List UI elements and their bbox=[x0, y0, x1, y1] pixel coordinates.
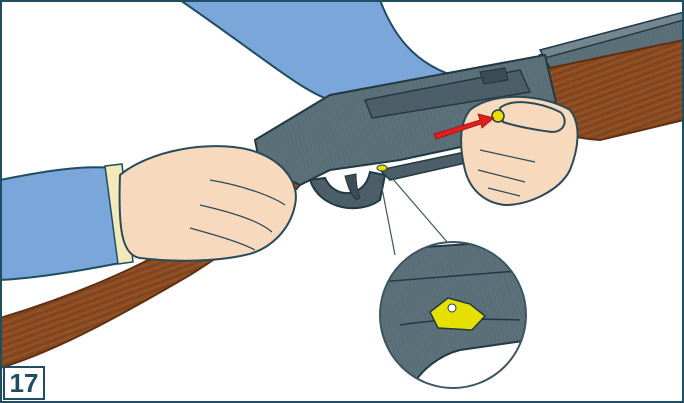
magnifier-leader-right bbox=[392, 178, 448, 243]
bolt-release-button-icon bbox=[492, 110, 504, 122]
lower-sleeve bbox=[0, 167, 125, 280]
magnifier-leader-left bbox=[380, 178, 395, 255]
carrier-latch-small bbox=[377, 165, 387, 171]
left-hand bbox=[120, 146, 296, 261]
step-number-box: 17 bbox=[3, 366, 45, 400]
step-number: 17 bbox=[10, 370, 39, 396]
